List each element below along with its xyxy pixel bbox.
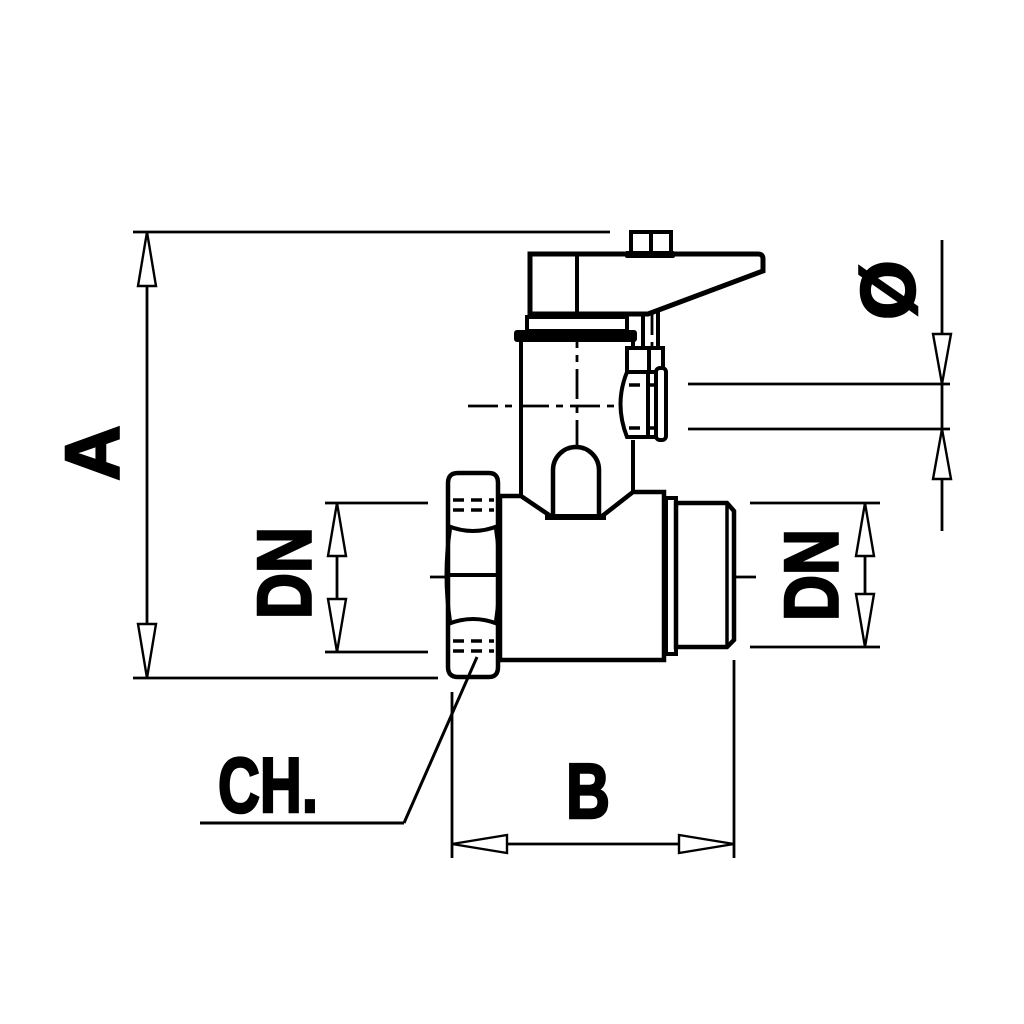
top-nut-base-band [625, 251, 675, 258]
dim-b-label: B [566, 747, 610, 835]
dim-a-arrow-up [136, 231, 158, 288]
dimension-a: A [49, 230, 610, 680]
piston-dome [550, 444, 602, 516]
ch-label: CH. [218, 741, 318, 829]
dim-dia-arrow-down [931, 332, 953, 385]
discharge-outlet [618, 346, 668, 442]
hex-right-bulge [494, 528, 502, 622]
dim-dn-right-arrow-down [854, 592, 876, 648]
dim-dn-right-label: DN [770, 529, 855, 621]
dimension-b: B [450, 660, 736, 858]
body-outline [497, 489, 667, 663]
lever-assembly [527, 230, 766, 349]
bonnet-flange-band [514, 330, 637, 342]
male-thread-end [664, 496, 737, 656]
hex-facet-lower-arc [447, 617, 499, 626]
dim-dn-left-arrow-down [326, 597, 348, 653]
hex-left-bulge [444, 528, 452, 622]
dim-a-arrow-down [136, 622, 158, 679]
dim-dn-left-label: DN [243, 527, 328, 619]
inlet-hex-nut [444, 470, 502, 680]
dimension-dn-inlet: DN [241, 501, 428, 654]
ch-callout: CH. [200, 656, 479, 830]
bonnet-ring [525, 315, 629, 333]
dim-a-label: A [51, 426, 136, 481]
dim-b-arrow-left [451, 833, 509, 855]
dim-dia-arrow-up [931, 428, 953, 481]
ch-leader-line [402, 656, 479, 824]
valve-object [444, 230, 766, 680]
bonnet [514, 315, 637, 342]
lever-handle [527, 251, 766, 317]
valve-body [497, 444, 667, 663]
dimension-dn-outlet: DN [750, 501, 880, 649]
dim-b-arrow-right [677, 833, 735, 855]
dim-dn-right-arrow-up [854, 502, 876, 558]
dim-dia-label: Ø [847, 260, 932, 319]
dim-dn-left-arrow-up [326, 502, 348, 558]
dimension-diameter: Ø [688, 240, 953, 531]
hex-facet-upper-arc [447, 524, 499, 533]
outlet-end-flange [654, 366, 668, 442]
